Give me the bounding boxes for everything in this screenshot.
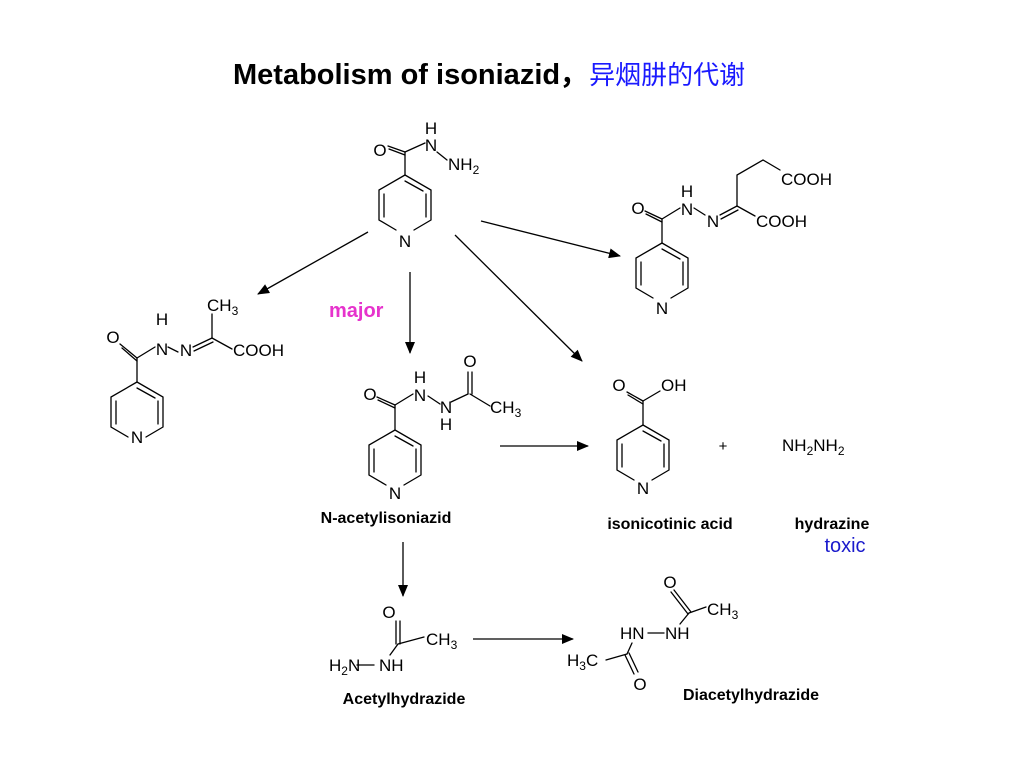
atom-label: O xyxy=(373,141,386,160)
atom-label: O xyxy=(612,376,625,395)
atom-label: O xyxy=(633,675,646,694)
atom-label: NH xyxy=(379,656,404,675)
atom-label: CH3 xyxy=(207,296,239,318)
atom-label: NH xyxy=(665,624,690,643)
label-acetylhydrazide: Acetylhydrazide xyxy=(343,691,466,708)
arrow-to-pyruvate-hydrazone xyxy=(257,231,369,295)
atom-label: H xyxy=(414,368,426,387)
atom-label: N xyxy=(681,200,693,219)
major-pathway-label: major xyxy=(329,300,384,322)
atom-label: H xyxy=(681,182,693,201)
atom-label: H xyxy=(425,119,437,138)
page-title: Metabolism of isoniazid，异烟肼的代谢 xyxy=(233,59,745,91)
atom-label: OH xyxy=(661,376,687,395)
hydrazine-formula: NH2NH2 xyxy=(782,436,845,458)
isoniazid-structure: N O N H NH2 xyxy=(373,119,479,251)
atom-label: N xyxy=(399,232,411,251)
label-hydrazine: hydrazine xyxy=(795,516,870,533)
atom-label: H3C xyxy=(567,651,598,673)
atom-label: CH3 xyxy=(426,630,458,652)
atom-label: COOH xyxy=(233,341,284,360)
atom-label: N xyxy=(131,428,143,447)
pyruvic-acid-hydrazone-structure: N O N H N CH3 COOH xyxy=(106,296,284,447)
n-acetylisoniazid-structure: N O N H N H O CH3 xyxy=(363,352,521,503)
atom-label: N xyxy=(156,340,168,359)
atom-label: O xyxy=(363,385,376,404)
atom-label: O xyxy=(463,352,476,371)
atom-label: N xyxy=(425,136,437,155)
atom-label: N xyxy=(414,386,426,405)
atom-label: N xyxy=(637,479,649,498)
atom-label: H2N xyxy=(329,656,360,678)
title-english: Metabolism of isoniazid， xyxy=(233,59,589,91)
acetylhydrazide-structure: O CH3 H2N NH xyxy=(329,603,458,678)
atom-label: H xyxy=(440,415,452,434)
label-diacetylhydrazide: Diacetylhydrazide xyxy=(683,687,819,704)
ketoglutaric-acid-hydrazone-structure: N O N H N COOH COOH xyxy=(631,159,832,318)
atom-label: N xyxy=(656,299,668,318)
label-n-acetylisoniazid: N-acetylisoniazid xyxy=(321,510,452,527)
atom-label: NH2 xyxy=(448,155,480,177)
atom-label: N xyxy=(180,341,192,360)
atom-label: N xyxy=(707,212,719,231)
atom-label: O xyxy=(382,603,395,622)
atom-label: COOH xyxy=(781,170,832,189)
atom-label: HN xyxy=(620,624,645,643)
arrow-to-isonicotinic-acid-direct xyxy=(454,234,583,362)
isonicotinic-acid-structure: N O OH xyxy=(612,376,686,498)
atom-label: N xyxy=(440,398,452,417)
diacetylhydrazide-structure: O CH3 HN NH H3C O xyxy=(567,573,739,694)
atom-label: COOH xyxy=(756,212,807,231)
atom-label: CH3 xyxy=(707,600,739,622)
atom-label: O xyxy=(106,328,119,347)
atom-label: O xyxy=(663,573,676,592)
plus-sign: + xyxy=(719,438,728,455)
toxic-note: toxic xyxy=(824,535,865,557)
atom-label: N xyxy=(389,484,401,503)
arrow-to-ketoglutarate-hydrazone xyxy=(480,220,621,259)
label-isonicotinic-acid: isonicotinic acid xyxy=(607,516,732,533)
atom-label: O xyxy=(631,199,644,218)
atom-label: CH3 xyxy=(490,398,522,420)
atom-label: H xyxy=(156,310,168,329)
title-chinese: 异烟肼的代谢 xyxy=(589,61,745,91)
